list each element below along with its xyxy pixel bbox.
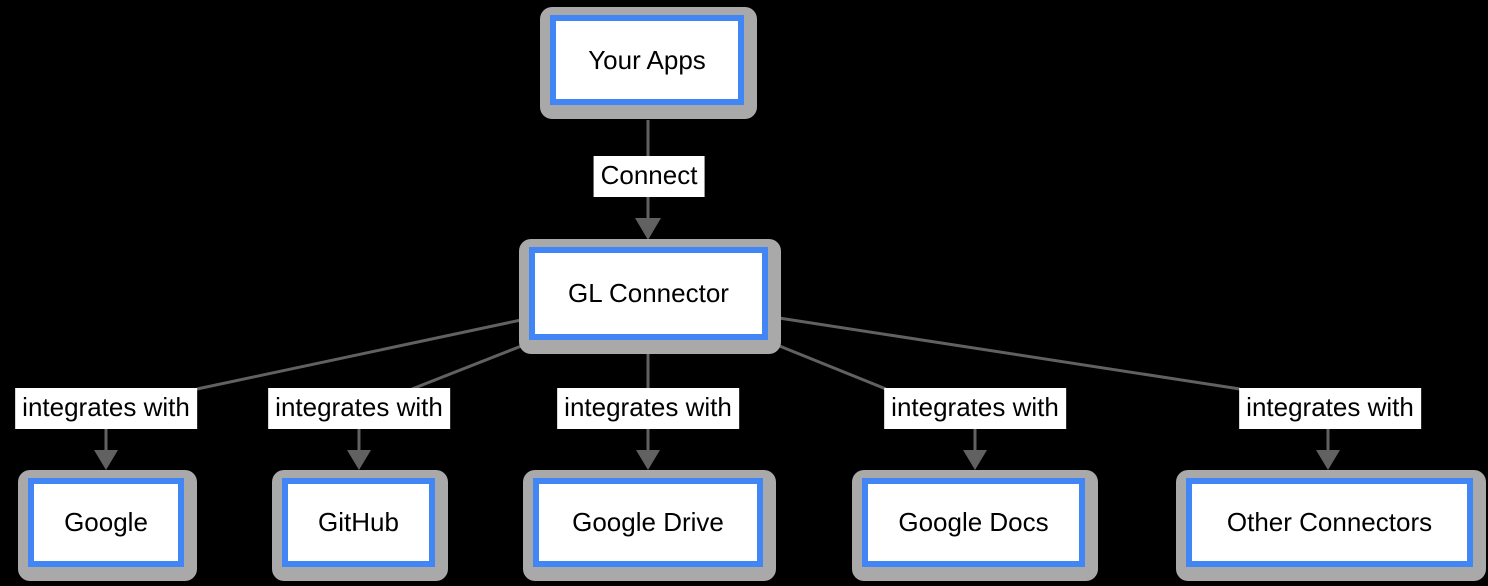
edge-google-docs-diagonal bbox=[776, 343, 887, 391]
edge-google-diagonal bbox=[196, 318, 522, 391]
node-other-connectors-box: Other Connectors bbox=[1186, 478, 1473, 567]
arrowhead-icon bbox=[347, 450, 371, 470]
edge-label-integrates-with-github: integrates with bbox=[268, 388, 450, 429]
edge-label-integrates-with-google-drive: integrates with bbox=[557, 388, 739, 429]
edge-label-integrates-with-google-docs: integrates with bbox=[884, 388, 1066, 429]
arrowhead-icon bbox=[94, 450, 118, 470]
node-google: Google bbox=[18, 470, 197, 581]
node-your-apps-label: Your Apps bbox=[588, 44, 706, 75]
node-google-label: Google bbox=[64, 507, 148, 537]
node-google-drive-label: Google Drive bbox=[572, 507, 724, 537]
edge-label-integrates-with-google: integrates with bbox=[15, 388, 197, 429]
node-your-apps: Your Apps bbox=[540, 7, 757, 119]
node-gl-connector-label: GL Connector bbox=[568, 278, 729, 308]
edge-other-connectors-diagonal bbox=[778, 316, 1241, 391]
node-google-docs-label: Google Docs bbox=[898, 507, 1049, 537]
arrowhead-icon bbox=[635, 218, 661, 240]
node-other-connectors-label: Other Connectors bbox=[1226, 507, 1433, 537]
arrowhead-icon bbox=[963, 450, 987, 470]
node-google-drive-box: Google Drive bbox=[533, 478, 763, 567]
node-google-drive: Google Drive bbox=[523, 470, 776, 581]
edge-github-diagonal bbox=[411, 343, 525, 391]
node-github-box: GitHub bbox=[282, 478, 435, 567]
edge-label-integrates-with-other-connectors: integrates with bbox=[1239, 388, 1421, 429]
node-github: GitHub bbox=[272, 470, 448, 581]
node-google-docs-box: Google Docs bbox=[862, 478, 1085, 567]
node-gl-connector-box: GL Connector bbox=[529, 247, 768, 340]
node-gl-connector: GL Connector bbox=[519, 239, 781, 354]
node-google-docs: Google Docs bbox=[852, 470, 1098, 581]
node-google-box: Google bbox=[28, 478, 184, 567]
node-your-apps-box: Your Apps bbox=[550, 15, 744, 105]
node-other-connectors: Other Connectors bbox=[1176, 470, 1486, 581]
edge-label-connect: Connect bbox=[593, 156, 705, 197]
arrowhead-icon bbox=[1316, 450, 1340, 470]
arrowhead-icon bbox=[636, 450, 660, 470]
node-github-label: GitHub bbox=[318, 507, 399, 537]
